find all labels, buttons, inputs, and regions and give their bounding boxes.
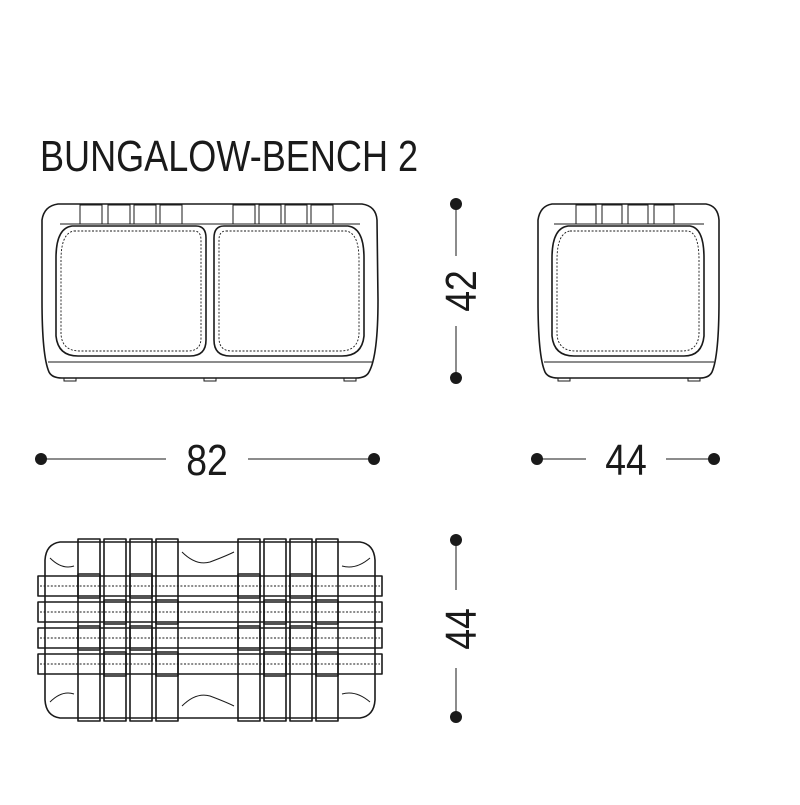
depth-dimension-label: 44 [605, 435, 647, 485]
side-view [537, 203, 720, 382]
top-view [37, 538, 383, 722]
top-view-vertical-straps [77, 538, 339, 722]
width-dimension-label: 82 [186, 435, 228, 485]
product-title: BUNGALOW-BENCH 2 [40, 132, 418, 181]
height-dimension-label: 42 [436, 270, 486, 312]
width-dimension: 82 [35, 435, 380, 485]
front-view [41, 203, 379, 382]
top-depth-dimension: 44 [436, 534, 486, 723]
top-view-horizontal-straps [37, 575, 383, 675]
top-depth-dimension-label: 44 [436, 608, 486, 650]
depth-dimension: 44 [531, 435, 720, 485]
top-view-weave-overlaps [77, 573, 339, 677]
height-dimension: 42 [436, 198, 486, 384]
